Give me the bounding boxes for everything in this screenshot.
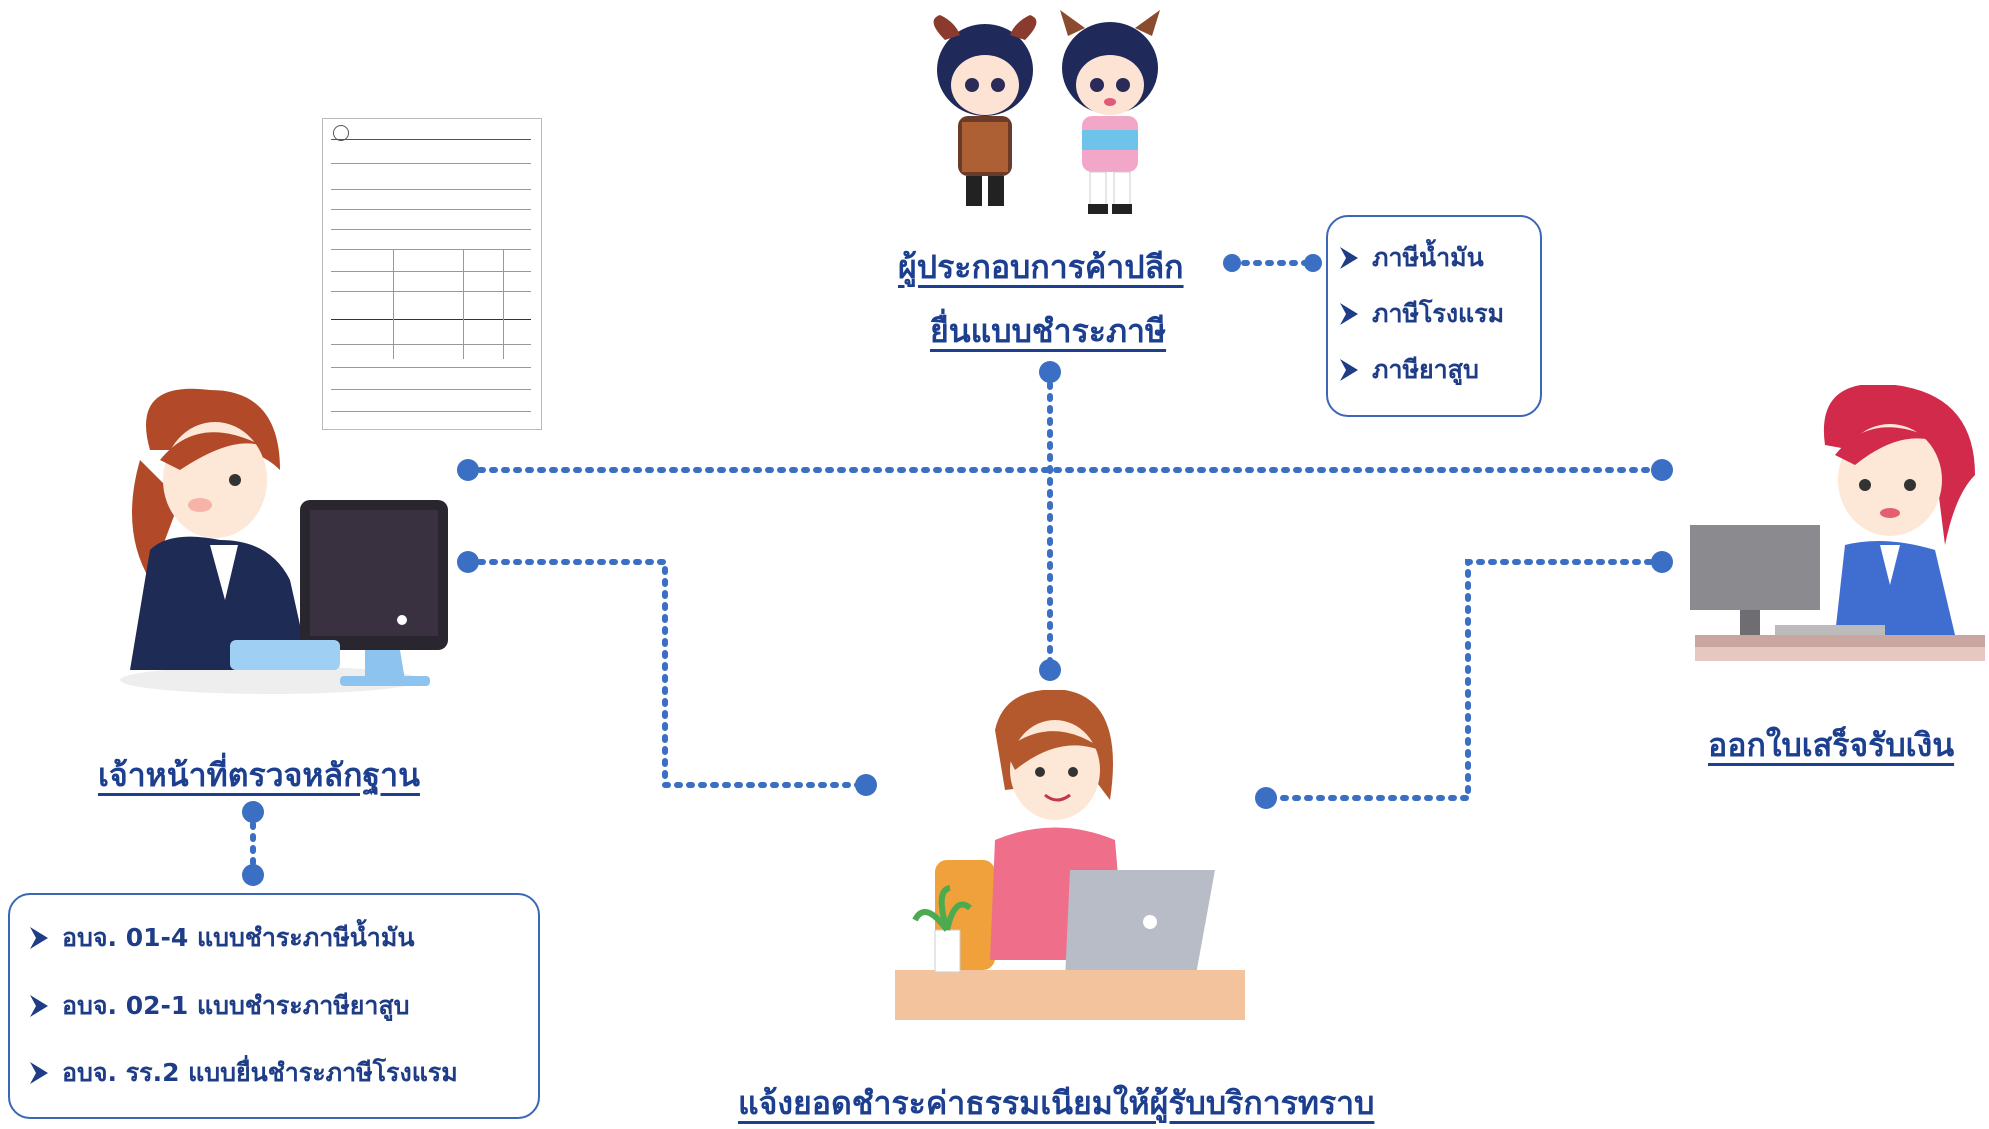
connector-right-elbow: [1263, 559, 1665, 801]
chevron-right-icon: [1340, 247, 1358, 269]
connector-left-elbow: [465, 559, 869, 788]
connector-dot: [1039, 659, 1061, 681]
form-label: อบจ. 01-4 แบบชำระภาษีน้ำมัน: [62, 923, 415, 952]
tax-type-item: ภาษีโรงแรม: [1338, 294, 1504, 334]
form-item: อบจ. 01-4 แบบชำระภาษีน้ำมัน: [28, 918, 414, 958]
notify-label: แจ้งยอดชำระค่าธรรมเนียมให้ผู้รับบริการทร…: [738, 1084, 1375, 1122]
chevron-right-icon: [30, 995, 48, 1017]
officer-label: เจ้าหน้าที่ตรวจหลักฐาน: [98, 756, 420, 794]
woman-with-laptop-illustration: [895, 690, 1245, 1020]
tax-types-box: [1326, 215, 1542, 417]
tax-type-item: ภาษีน้ำมัน: [1338, 238, 1484, 278]
tax-type-label: ภาษีน้ำมัน: [1372, 243, 1484, 272]
form-label: อบจ. รร.2 แบบยื่นชำระภาษีโรงแรม: [62, 1058, 458, 1087]
receipt-label: ออกใบเสร็จรับเงิน: [1708, 726, 1955, 764]
cashier-at-computer-illustration: [1690, 385, 1985, 661]
connector-dot: [1223, 254, 1241, 272]
form-item: อบจ. รร.2 แบบยื่นชำระภาษีโรงแรม: [28, 1053, 458, 1093]
connector-dot: [242, 801, 264, 823]
connector-dot: [1304, 254, 1322, 272]
chevron-right-icon: [30, 927, 48, 949]
chevron-right-icon: [30, 1062, 48, 1084]
form-label: อบจ. 02-1 แบบชำระภาษียาสูบ: [62, 991, 410, 1020]
mascot-pair-illustration: [933, 10, 1160, 214]
retailer-label-line2: ยื่นแบบชำระภาษี: [930, 312, 1167, 350]
chevron-right-icon: [1340, 303, 1358, 325]
tax-type-label: ภาษีโรงแรม: [1372, 299, 1505, 328]
connector-dot: [1651, 551, 1673, 573]
connector-dot: [457, 551, 479, 573]
form-item: อบจ. 02-1 แบบชำระภาษียาสูบ: [28, 986, 410, 1026]
connector-dot: [855, 774, 877, 796]
connector-dot: [457, 459, 479, 481]
retailer-label-line1: ผู้ประกอบการค้าปลีก: [898, 248, 1184, 286]
connector-dot: [242, 864, 264, 886]
connector-dot: [1039, 361, 1061, 383]
tax-type-label: ภาษียาสูบ: [1372, 355, 1479, 384]
tax-type-item: ภาษียาสูบ: [1338, 350, 1479, 390]
connector-dot: [1255, 787, 1277, 809]
chevron-right-icon: [1340, 359, 1358, 381]
forms-box: [8, 893, 540, 1119]
tax-form-document-image: [322, 118, 542, 430]
connector-dot: [1651, 459, 1673, 481]
officer-at-computer-illustration: [120, 388, 448, 694]
